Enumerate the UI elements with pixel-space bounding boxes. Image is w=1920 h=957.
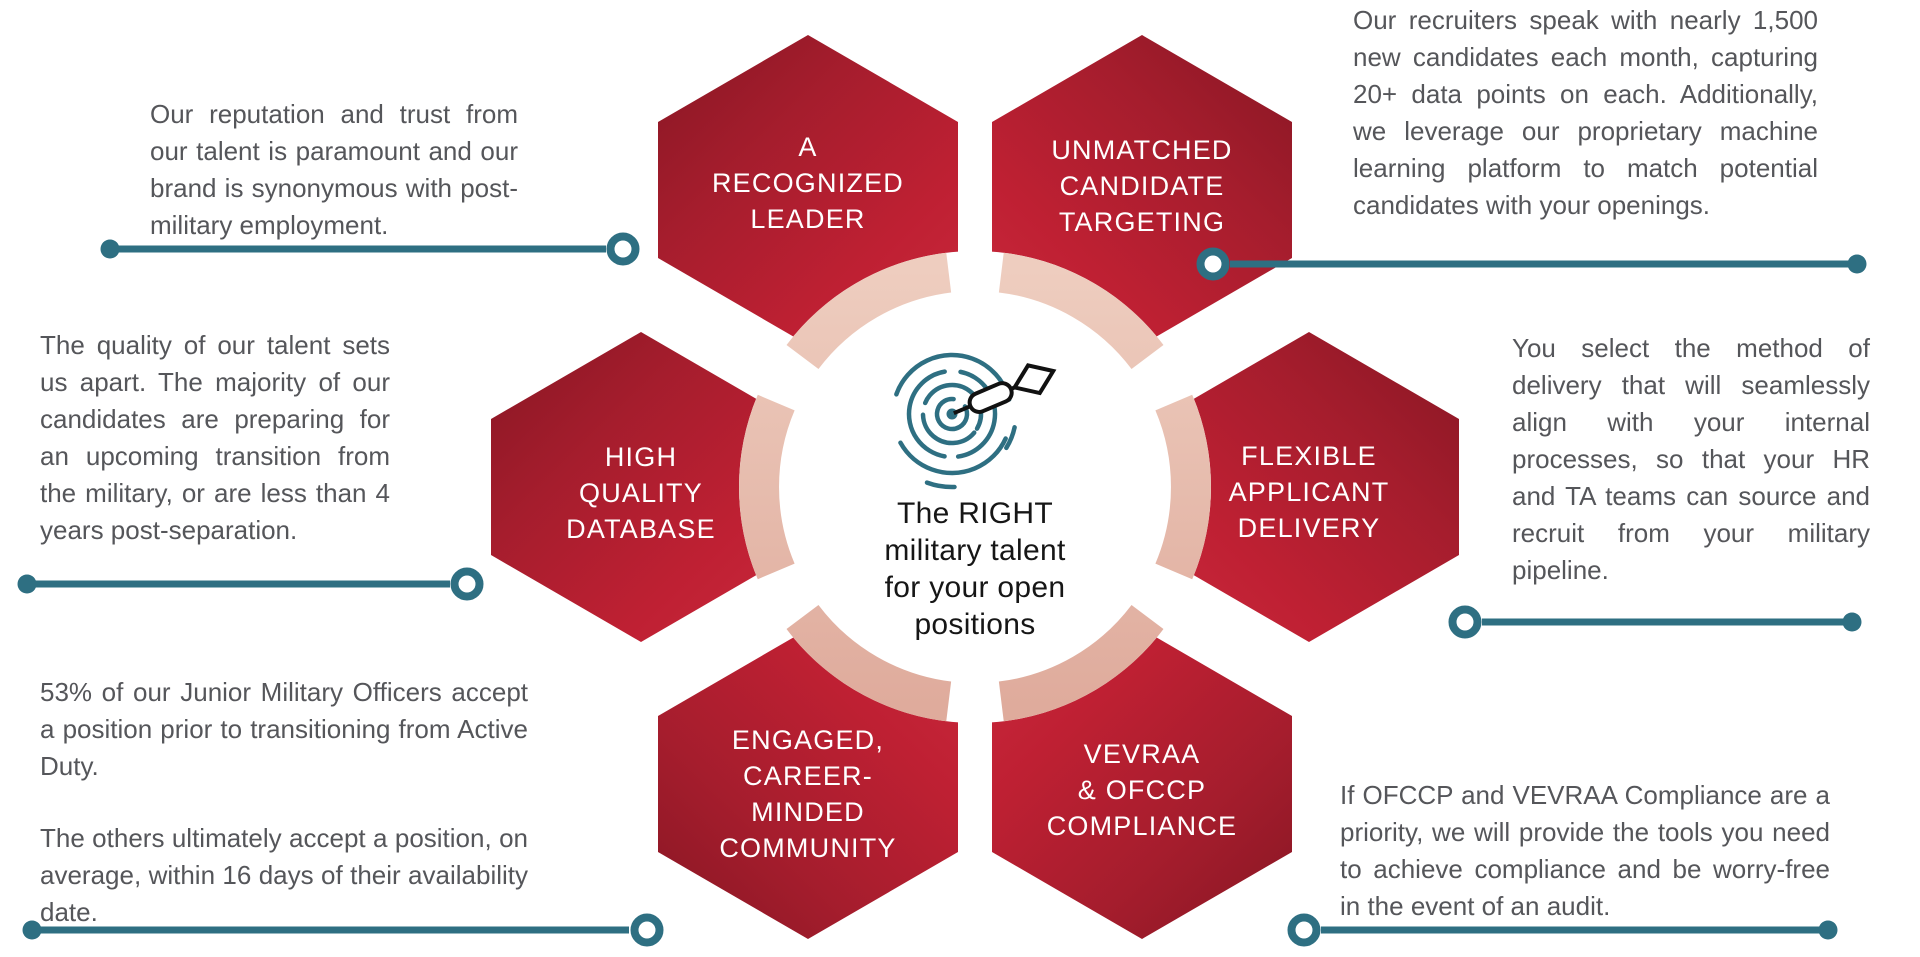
connector-mid-right [1448,605,1862,639]
connector-bottom-left [22,913,664,947]
note-top-left-text: Our reputation and trust from our talent… [150,99,518,240]
target-with-dart-icon [890,352,1057,490]
connector-bottom-right [1287,913,1838,947]
note-bottom-left-stat: 53% of our Junior Military Officers acce… [40,677,528,781]
note-mid-right-text: You select the method of delivery that w… [1512,333,1870,585]
hexagon-label-high-quality-database: HIGH QUALITY DATABASE [566,442,716,544]
pink-ring [739,252,1211,722]
hexagon-label-engaged-community: ENGAGED, CAREER- MINDED COMMUNITY [719,725,897,863]
center-title: The RIGHT military talent for your open … [884,497,1066,641]
note-bottom-left-detail: The others ultimately accept a position,… [40,823,528,927]
hexagon-high-quality-database [491,332,791,642]
hexagon-label-candidate-targeting: UNMATCHED CANDIDATE TARGETING [1051,135,1233,237]
hexagon-label-recognized-leader: A RECOGNIZED LEADER [711,132,904,234]
note-mid-left-text: The quality of our talent sets us apart.… [40,330,390,545]
note-top-left: Our reputation and trust from our talent… [150,96,518,244]
hexagon-flexible-applicant-delivery [1159,332,1459,642]
hexagon-vevraa-ofccp-compliance [992,629,1292,939]
note-bottom-right: If OFCCP and VEVRAA Compliance are a pri… [1340,777,1830,925]
note-bottom-left: 53% of our Junior Military Officers acce… [40,674,528,931]
connector-top-left [100,232,640,266]
note-top-right: Our recruiters speak with nearly 1,500 n… [1353,2,1818,224]
note-mid-right: You select the method of delivery that w… [1512,330,1870,589]
connectors [17,232,1867,947]
hexagon-label-flexible-applicant-delivery: FLEXIBLE APPLICANT DELIVERY [1228,441,1390,543]
connector-mid-left [17,567,484,601]
dart-icon [953,363,1057,416]
hexagon-label-vevraa-ofccp-compliance: VEVRAA & OFCCP COMPLIANCE [1046,739,1238,841]
center-circle [739,251,1211,723]
note-top-right-text: Our recruiters speak with nearly 1,500 n… [1353,5,1818,220]
note-mid-left: The quality of our talent sets us apart.… [40,327,390,549]
hexagon-engaged-community [658,629,958,939]
connector-top-right [1196,247,1867,281]
note-bottom-right-text: If OFCCP and VEVRAA Compliance are a pri… [1340,780,1830,921]
hexagon-recognized-leader [658,35,958,345]
